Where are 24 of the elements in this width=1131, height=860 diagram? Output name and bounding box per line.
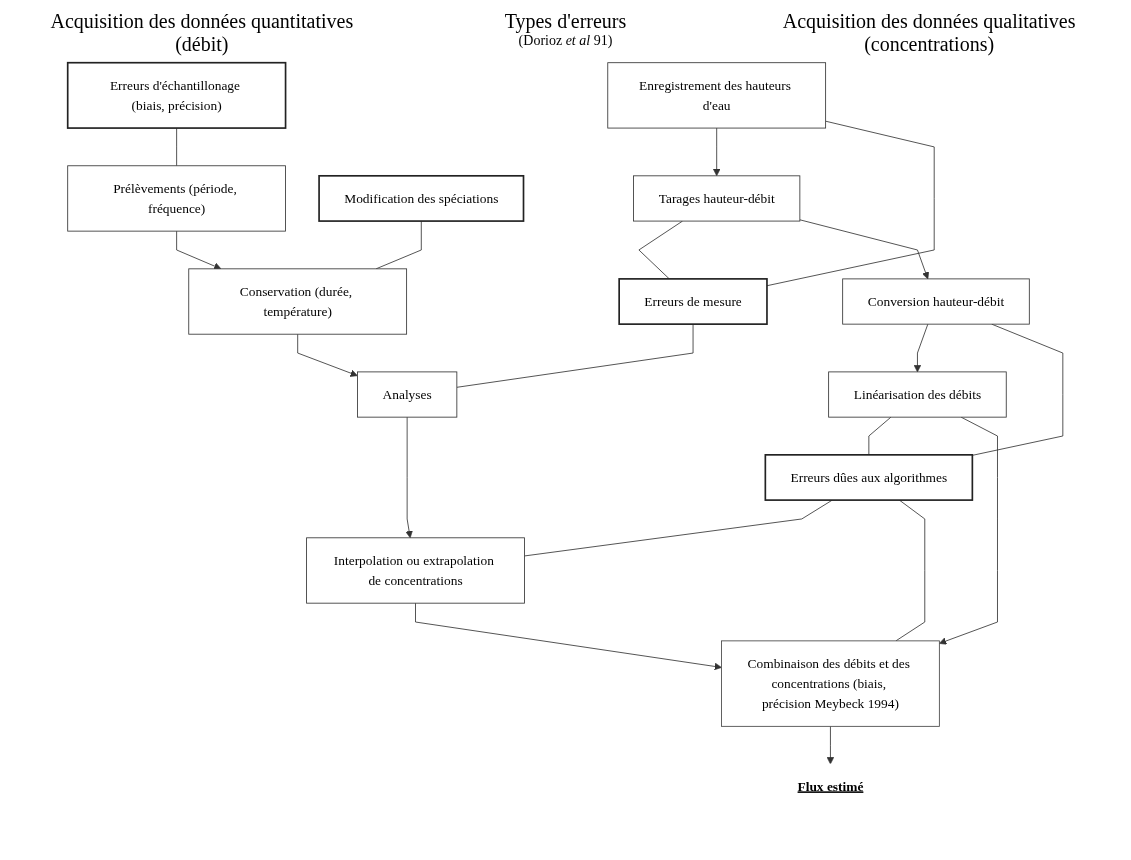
node-box: Erreurs de mesure: [618, 278, 768, 325]
node-box: Modification des spéciations: [318, 175, 525, 222]
column-heading: Types d'erreurs: [503, 10, 628, 33]
node-box: Erreurs d'échantillonage (biais, précision): [67, 61, 287, 129]
connector: [972, 323, 1064, 456]
node-box: Conservation (durée, température): [188, 268, 408, 335]
column-heading: Acquisition des données qualitatives (concentrations): [781, 10, 1077, 56]
node-box: Linéarisation des débits: [828, 371, 1007, 418]
connector: [868, 416, 892, 456]
node-box: Prélèvements (période, fréquence): [67, 165, 287, 232]
node-box: Enregistrement des hauteurs d'eau: [607, 62, 827, 129]
connector: [895, 499, 926, 642]
node-box: Conversion hauteur-débit: [842, 278, 1030, 325]
node-box: Interpolation ou extrapolation de concentrations: [306, 537, 526, 604]
node-text: Flux estimé: [797, 779, 864, 794]
node-box: Combinaison des débits et des concentrations (biais, précision Meybeck 1994): [721, 640, 940, 727]
node-box: Erreurs dûes aux algorithmes: [764, 454, 974, 501]
node-box: Analyses: [357, 371, 458, 418]
node-box: Tarages hauteur-débit: [633, 175, 801, 222]
connector: [456, 323, 694, 388]
connector: [524, 499, 833, 557]
connector: [176, 127, 178, 167]
citation: (Dorioz et al 91): [517, 33, 614, 49]
column-heading: Acquisition des données quantitatives (débit): [49, 10, 355, 56]
